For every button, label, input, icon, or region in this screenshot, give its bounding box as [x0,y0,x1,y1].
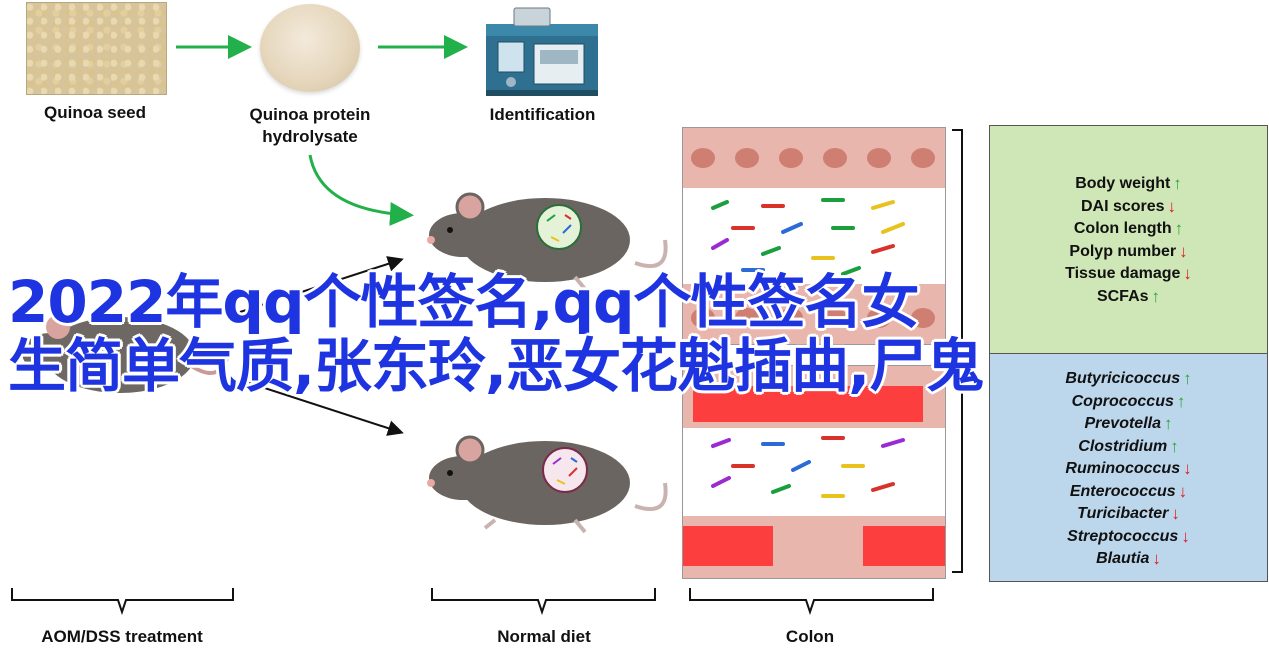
quinoa-protein-label-line2: hydrolysate [262,127,358,146]
outcomes-panel: Body weight↑DAI scores↓Colon length↑Poly… [989,125,1268,355]
bacteria-item: Clostridium↑ [990,436,1267,459]
bacteria-item-label: Turicibacter [1077,505,1169,522]
outcome-item-label: Body weight [1075,175,1171,192]
arrow-down-icon: ↓ [1183,264,1192,283]
bacteria-item-label: Clostridium [1078,437,1168,455]
arrow-up-icon: ↑ [1176,391,1186,411]
bracket-colon [689,588,934,616]
arrow-up-icon: ↑ [1173,174,1182,193]
arrow-down-icon: ↓ [1181,526,1190,546]
outcome-item-label: Polyp number [1069,242,1177,260]
quinoa-protein-label-line1: Quinoa protein [249,105,371,124]
quinoa-protein-powder-image [260,4,360,92]
outcome-item: DAI scores↓ [990,196,1267,219]
bacteria-panel: Butyricicoccus↑Coprococcus↑Prevotella↑Cl… [989,353,1268,582]
identification-machine-image [486,7,598,96]
bacteria-item: Enterococcus↓ [990,481,1267,504]
overlay-text-line2: 生简单气质,张东玲,恶女花魁插曲,尸鬼 [8,332,984,400]
identification-label: Identification [489,105,596,124]
brace-colon-to-panels [952,129,974,573]
arrow-down-icon: ↓ [1152,549,1161,568]
arrow-up-icon: ↑ [1174,219,1184,238]
arrow-up-icon: ↑ [1170,436,1179,456]
quinoa-seed-image [26,2,167,95]
outcome-item: Polyp number↓ [990,241,1267,264]
quinoa-protein-label: Quinoa protein hydrolysate [225,104,395,148]
colon-tissue-healthy [682,127,946,345]
bacteria-item: Blautia↓ [990,548,1267,571]
arrow-to-bottom-mouse [239,379,404,436]
arrow-up-icon: ↑ [1151,286,1161,306]
arrow-to-top-mouse [239,256,404,313]
mouse-top [427,192,668,291]
bacteria-item: Prevotella↑ [990,413,1267,436]
bracket-normal-diet [431,588,656,616]
bacteria-item: Streptococcus↓ [990,526,1267,549]
outcome-item: Body weight↑ [990,173,1267,196]
bacteria-item-label: Blautia [1096,550,1150,567]
mouse-bottom [427,435,668,534]
arrow-down-icon: ↓ [1179,241,1188,261]
overlay-text-line1: 2022年qq个性签名,qq个性签名女 [8,268,920,336]
arrow-down-icon: ↓ [1183,459,1192,478]
bacteria-item-label: Ruminococcus [1065,460,1181,477]
colon-tissue-inflamed [682,365,946,579]
arrow-down-icon: ↓ [1178,481,1188,501]
outcome-item-label: Tissue damage [1065,265,1181,282]
normal-diet-label: Normal diet [497,627,591,646]
outcome-item: Colon length↑ [990,218,1267,241]
bacteria-item-label: Streptococcus [1067,527,1179,545]
arrow-down-icon: ↓ [1167,196,1177,216]
bacteria-item: Coprococcus↑ [990,391,1267,414]
aom-dss-treatment-label: AOM/DSS treatment [41,627,203,646]
mouse-left [22,315,230,393]
bacteria-item: Ruminococcus↓ [990,458,1267,481]
bacteria-item-label: Coprococcus [1071,392,1174,410]
bracket-aom-dss [11,588,234,616]
bacteria-list: Butyricicoccus↑Coprococcus↑Prevotella↑Cl… [990,368,1267,571]
outcomes-list: Body weight↑DAI scores↓Colon length↑Poly… [990,173,1267,308]
arrow-up-icon: ↑ [1163,414,1173,433]
outcome-item: SCFAs↑ [990,286,1267,309]
bacteria-item: Butyricicoccus↑ [990,368,1267,391]
outcome-item-label: SCFAs [1096,287,1149,305]
bacteria-item: Turicibacter↓ [990,503,1267,526]
outcome-item-label: DAI scores [1080,197,1165,215]
arrow-down-icon: ↓ [1171,504,1180,523]
bacteria-item-label: Butyricicoccus [1065,370,1181,387]
outcome-item-label: Colon length [1073,220,1172,237]
arrow-hydrolysate-to-mouse [308,154,414,226]
colon-label: Colon [785,627,835,646]
arrow-up-icon: ↑ [1183,369,1192,388]
overlay-text: 2022年qq个性签名,qq个性签名女 生简单气质,张东玲,恶女花魁插曲,尸鬼 [8,270,1148,398]
quinoa-seed-label: Quinoa seed [43,103,147,122]
outcome-item: Tissue damage↓ [990,263,1267,286]
bacteria-item-label: Enterococcus [1069,482,1176,500]
bacteria-item-label: Prevotella [1084,415,1161,432]
